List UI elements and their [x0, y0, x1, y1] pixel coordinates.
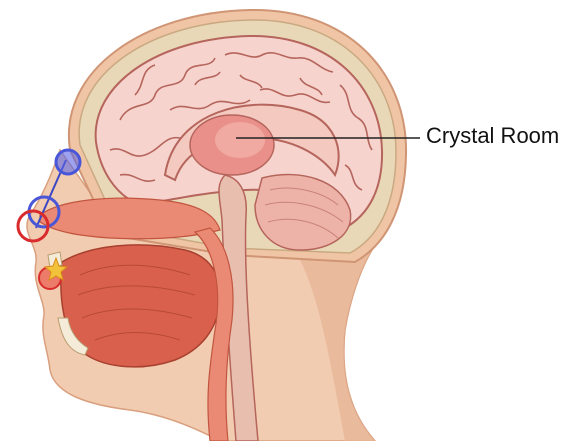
blue-marker-top — [56, 150, 80, 174]
thalamus-highlight — [215, 122, 265, 158]
crystal-room-label: Crystal Room — [426, 123, 559, 149]
